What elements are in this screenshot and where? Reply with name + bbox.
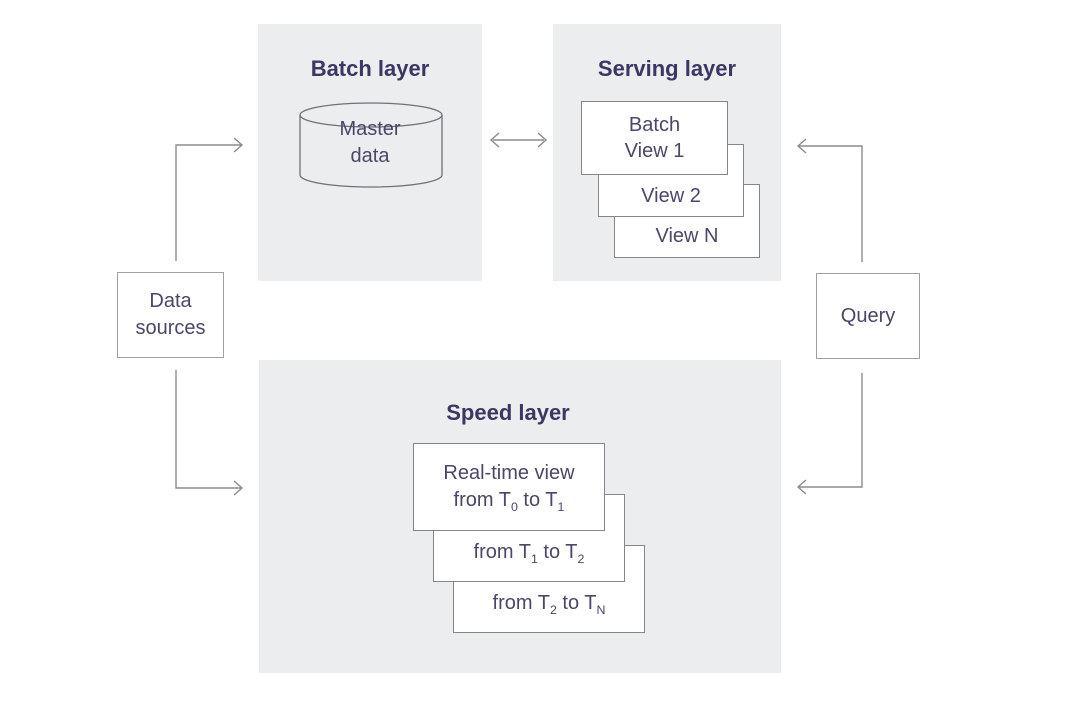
- arrow-batch-serving-bidirectional: [489, 132, 548, 148]
- arrow-data-sources-to-speed: [175, 370, 244, 496]
- data-sources-node: Data sources: [117, 272, 224, 358]
- arrow-data-sources-to-batch: [175, 137, 244, 261]
- master-data-line1: Master: [339, 118, 401, 140]
- arrow-query-to-serving: [796, 138, 863, 262]
- realtime-view-line1: Real-time view: [443, 462, 575, 484]
- batch-layer-panel: Batch layer Master data: [258, 24, 482, 281]
- master-data-label: Master data: [258, 116, 482, 170]
- database-cylinder-icon: [299, 102, 443, 188]
- arrow-query-to-speed: [796, 373, 863, 495]
- batch-view-1-box: Batch View 1: [581, 101, 728, 175]
- view-n-label: View N: [655, 225, 719, 247]
- realtime-view-line2: from T0 to T1: [453, 489, 565, 514]
- view-2-label: View 2: [641, 185, 701, 207]
- batch-view-1-line2: View 1: [624, 140, 685, 162]
- query-label: Query: [840, 304, 896, 327]
- batch-view-1-line1: Batch: [628, 114, 681, 136]
- realtime-view-box: Real-time view from T0 to T1: [413, 443, 605, 531]
- speed-view-n-label: from T2 to TN: [492, 592, 606, 617]
- serving-layer-title: Serving layer: [597, 56, 737, 81]
- speed-view-2-label: from T1 to T2: [473, 541, 585, 566]
- query-node: Query: [816, 273, 920, 359]
- master-data-line2: data: [350, 145, 390, 167]
- batch-layer-title: Batch layer: [310, 56, 430, 81]
- speed-layer-title: Speed layer: [446, 400, 570, 425]
- data-sources-label: Data sources: [135, 290, 206, 339]
